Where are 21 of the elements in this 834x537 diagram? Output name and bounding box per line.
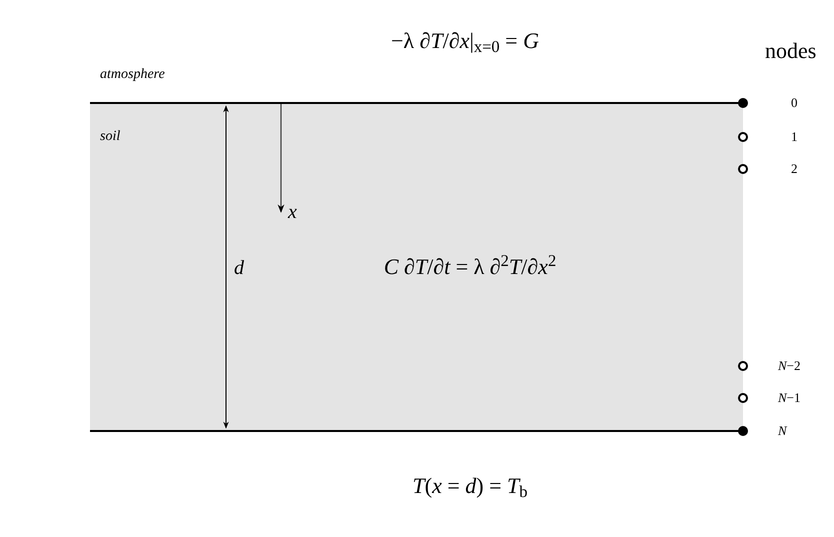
node-index: N−1	[778, 391, 801, 404]
axis-label: x	[288, 202, 297, 222]
axis-title: nodes	[765, 40, 816, 62]
node-index: 1	[791, 130, 798, 143]
equation: −λ ∂T/∂x|$_{x=0}$ = G	[391, 30, 539, 52]
grid-node-circle	[738, 164, 748, 174]
equation: C ∂T/∂t = λ ∂$^{2}$T/∂x$^{2}$	[384, 256, 556, 278]
node-index: N−2	[778, 359, 801, 372]
grid-node-circle	[738, 361, 748, 371]
soil-region	[90, 102, 743, 432]
region-label: soil	[100, 128, 120, 146]
node-index: 0	[791, 96, 798, 109]
equation: T(x = d) = T$_{b}$	[412, 475, 528, 497]
grid-node-circle	[738, 393, 748, 403]
node-index: 2	[791, 162, 798, 175]
node-index: N	[778, 424, 787, 437]
boundary-node-dot	[738, 98, 748, 108]
region-label: atmosphere	[100, 68, 165, 82]
dimension-label: d	[234, 258, 244, 278]
boundary-node-dot	[738, 426, 748, 436]
grid-node-circle	[738, 132, 748, 142]
